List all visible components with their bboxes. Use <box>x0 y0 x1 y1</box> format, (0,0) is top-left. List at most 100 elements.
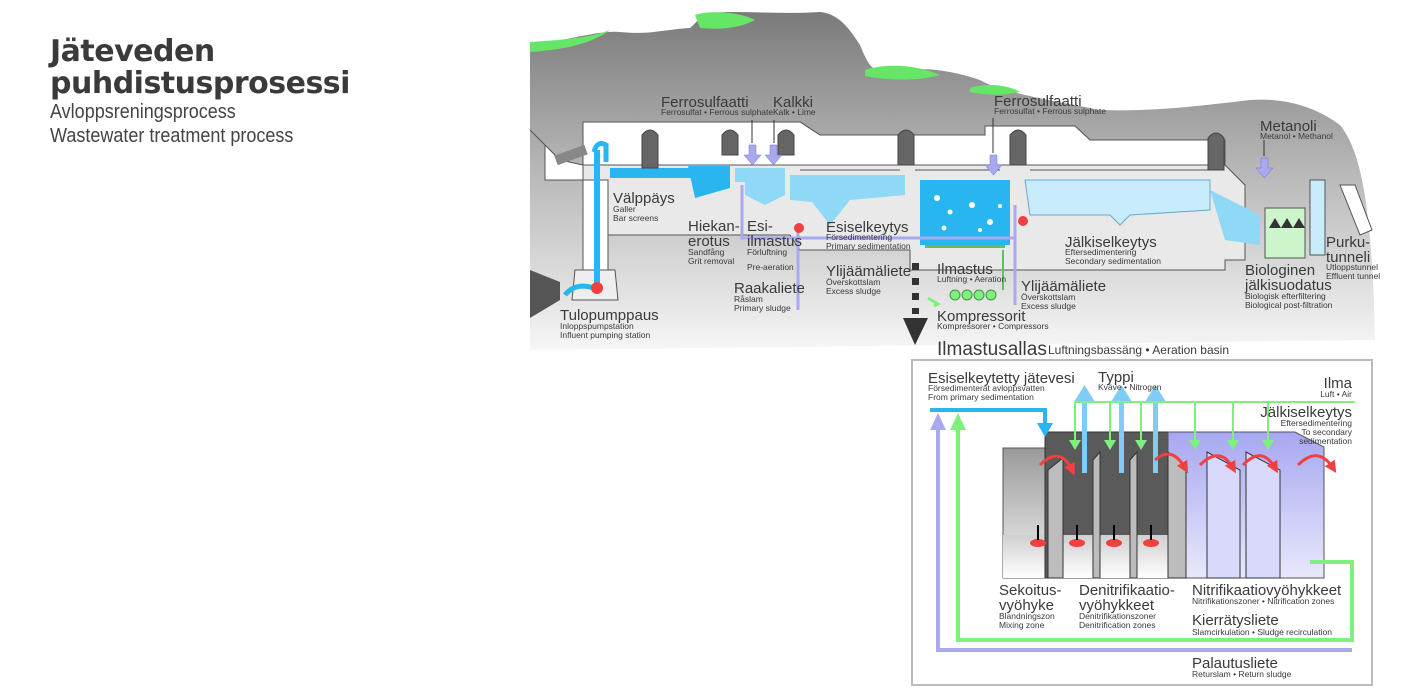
svg-text:Kompressorer • Compressors: Kompressorer • Compressors <box>937 321 1049 331</box>
svg-text:Råslam: Råslam <box>734 294 763 304</box>
svg-text:Biological post-filtration: Biological post-filtration <box>1245 300 1333 310</box>
svg-text:Slamcirkulation • Sludge recir: Slamcirkulation • Sludge recirculation <box>1192 627 1332 637</box>
title-line-1: Jäteveden <box>50 34 215 69</box>
label-air: Ilma Luft • Air <box>1320 375 1352 399</box>
effluent-shaft <box>1309 179 1326 256</box>
svg-text:Ylijäämäliete: Ylijäämäliete <box>826 263 911 280</box>
svg-text:Mixing zone: Mixing zone <box>999 620 1045 630</box>
svg-text:Kompressorit: Kompressorit <box>937 308 1026 325</box>
svg-text:tunneli: tunneli <box>1326 249 1370 266</box>
svg-text:Ylijäämäliete: Ylijäämäliete <box>1021 278 1106 295</box>
aeration-tank <box>920 180 1010 245</box>
nitrogen-arrows <box>1074 385 1166 473</box>
grass-4 <box>970 85 1020 95</box>
svg-text:Metanoli: Metanoli <box>1260 118 1317 135</box>
svg-text:Bar screens: Bar screens <box>613 213 658 223</box>
svg-text:vyöhyke: vyöhyke <box>999 597 1054 614</box>
basin-title: Ilmastusallas Luftningsbassäng • Aeratio… <box>937 339 1229 360</box>
svg-text:Kierrätysliete: Kierrätysliete <box>1192 612 1279 629</box>
label-purkutunneli: Purku- tunneli Utloppstunnel Effluent tu… <box>1326 234 1380 281</box>
influent-pump <box>591 282 603 294</box>
svg-text:Ilmastusallas: Ilmastusallas <box>937 339 1047 360</box>
label-raakaliete: Raakaliete Råslam Primary sludge <box>734 280 805 313</box>
svg-text:Luftningsbassäng • Aeration ba: Luftningsbassäng • Aeration basin <box>1048 343 1229 357</box>
svg-text:Primary sedimentation: Primary sedimentation <box>826 241 911 251</box>
svg-text:Biologinen: Biologinen <box>1245 262 1315 279</box>
sludge-lines <box>740 185 1017 310</box>
label-nitrification: Nitrifikaatiovyöhykkeet Nitrifikationszo… <box>1192 582 1342 606</box>
svg-text:Blandningszon: Blandningszon <box>999 611 1055 621</box>
flow-curves <box>1038 452 1337 476</box>
label-esiselkeytys: Esiselkeytys Försedimentering Primary se… <box>826 219 911 251</box>
label-ilmastus: Ilmastus Luftning • Aeration <box>937 261 1006 284</box>
air-intake-arrow <box>927 296 942 308</box>
svg-text:Ferrosulfat • Ferrous sulphate: Ferrosulfat • Ferrous sulphate <box>661 107 773 117</box>
svg-text:Effluent tunnel: Effluent tunnel <box>1326 271 1380 281</box>
chemical-dosing-arrows <box>743 144 1274 179</box>
label-kompressorit: Kompressorit Kompressorer • Compressors <box>937 308 1049 331</box>
svg-text:Tulopumppaus: Tulopumppaus <box>560 307 659 324</box>
svg-text:Kväve • Nitrogen: Kväve • Nitrogen <box>1098 382 1162 392</box>
svg-text:Galler: Galler <box>613 204 636 214</box>
grass-1 <box>530 30 610 52</box>
zoom-connector <box>903 263 928 345</box>
svg-text:Denitrification zones: Denitrification zones <box>1079 620 1156 630</box>
svg-text:Secondary sedimentation: Secondary sedimentation <box>1065 256 1161 266</box>
secondary-sedimentation <box>1024 179 1211 226</box>
svg-text:Kalk • Lime: Kalk • Lime <box>773 107 816 117</box>
label-outflow: Jälkiselkeytys Eftersedimentering To sec… <box>1260 404 1352 446</box>
label-ferrosulfaatti-1: Ferrosulfaatti Ferrosulfat • Ferrous sul… <box>661 94 773 117</box>
svg-text:Kalkki: Kalkki <box>773 94 813 111</box>
pre-aeration-tank <box>735 168 785 205</box>
zone-partitions <box>1047 450 1187 579</box>
svg-text:Jälkiselkeytys: Jälkiselkeytys <box>1260 404 1352 421</box>
svg-text:Influent pumping station: Influent pumping station <box>560 330 651 340</box>
label-valppays: Välppäys Galler Bar screens <box>613 190 675 223</box>
svg-text:Ferrosulfaatti: Ferrosulfaatti <box>994 93 1082 110</box>
label-return-sludge: Palautusliete Returslam • Return sludge <box>1192 655 1292 679</box>
label-kalkki: Kalkki Kalk • Lime <box>773 94 816 117</box>
inflow-arrow <box>930 408 1047 425</box>
svg-text:Förluftning: Förluftning <box>747 247 787 257</box>
svg-text:Överskottslam: Överskottslam <box>826 277 880 287</box>
svg-text:Raakaliete: Raakaliete <box>734 280 805 297</box>
svg-text:Nitrifikaatiovyöhykkeet: Nitrifikaatiovyöhykkeet <box>1192 582 1342 599</box>
svg-text:Välppäys: Välppäys <box>613 190 675 207</box>
effluent-tunnel <box>1339 184 1373 236</box>
svg-text:Inloppspumpstation: Inloppspumpstation <box>560 321 634 331</box>
label-denitrification: Denitrifikaatio- vyöhykkeet Denitrifikat… <box>1079 582 1175 630</box>
svg-text:Luftning • Aeration: Luftning • Aeration <box>937 274 1006 284</box>
svg-text:Överskottslam: Överskottslam <box>1021 292 1075 302</box>
svg-text:Metanol • Methanol: Metanol • Methanol <box>1260 131 1333 141</box>
svg-text:Luft • Air: Luft • Air <box>1320 389 1352 399</box>
svg-text:sedimentation: sedimentation <box>1299 436 1352 446</box>
svg-text:Jälkiselkeytys: Jälkiselkeytys <box>1065 234 1157 251</box>
influent-pipe-top <box>591 141 609 162</box>
svg-text:Ferrosulfat • Ferrous sulphate: Ferrosulfat • Ferrous sulphate <box>994 106 1106 116</box>
label-mixing-zone: Sekoitus- vyöhyke Blandningszon Mixing z… <box>999 582 1062 630</box>
svg-text:Hiekan-: Hiekan- <box>688 218 740 235</box>
return-sludge-line <box>936 428 1352 652</box>
title-block: Jäteveden puhdistusprosessi Avloppsrenin… <box>50 36 350 148</box>
grass-2 <box>695 12 755 29</box>
label-ylijaamaliete-1: Ylijäämäliete Överskottslam Excess sludg… <box>826 263 911 296</box>
primary-sedimentation <box>790 175 905 225</box>
svg-text:Ilmastus: Ilmastus <box>937 261 993 278</box>
svg-text:Försedimenterat avloppsvatten: Försedimenterat avloppsvatten <box>928 383 1045 393</box>
post-filter <box>1264 207 1306 259</box>
label-ylijaamaliete-2: Ylijäämäliete Överskottslam Excess sludg… <box>1021 278 1106 311</box>
svg-text:Primary sludge: Primary sludge <box>734 303 791 313</box>
screw-conveyor <box>554 144 588 166</box>
svg-text:Esiselkeytys: Esiselkeytys <box>826 219 909 236</box>
svg-text:Excess sludge: Excess sludge <box>826 286 881 296</box>
label-nitrogen: Typpi Kväve • Nitrogen <box>1098 369 1162 392</box>
label-metanoli: Metanoli Metanol • Methanol <box>1260 118 1333 141</box>
svg-text:vyöhykkeet: vyöhykkeet <box>1079 597 1155 614</box>
title-finnish: Jäteveden puhdistusprosessi <box>50 36 350 100</box>
air-bubbles <box>934 195 1002 232</box>
air-arrowheads <box>1069 440 1274 450</box>
svg-text:To secondary: To secondary <box>1301 427 1352 437</box>
label-esiilmastus: Esi- ilmastus Förluftning Pre-aeration <box>747 218 802 272</box>
influent-pipe-bottom <box>563 283 595 297</box>
